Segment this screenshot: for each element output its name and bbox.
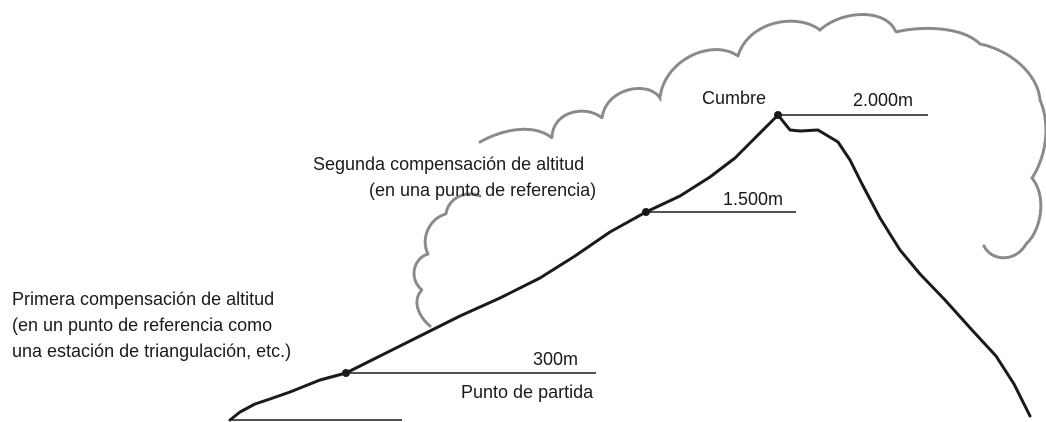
first-point-altitude-label: 300m bbox=[533, 349, 578, 369]
cloud-upper-outline bbox=[478, 13, 1046, 260]
summit-point bbox=[774, 111, 782, 119]
second-compensation-title: Segunda compensación de altitud bbox=[313, 154, 584, 174]
summit-altitude-label: 2.000m bbox=[853, 90, 913, 110]
first-compensation-line3: una estación de triangulación, etc.) bbox=[12, 341, 291, 361]
second-compensation-point bbox=[642, 208, 650, 216]
clouds bbox=[412, 13, 1046, 328]
first-compensation-line2: (en un punto de referencia como bbox=[12, 315, 272, 335]
mountain-profile bbox=[228, 113, 1032, 422]
start-point-label: Punto de partida bbox=[461, 382, 594, 402]
second-point-altitude-label: 1.500m bbox=[723, 189, 783, 209]
cloud-lower-outline bbox=[412, 192, 482, 328]
first-compensation-point bbox=[342, 369, 350, 377]
second-compensation-subtitle: (en una punto de referencia) bbox=[369, 180, 596, 200]
summit-label: Cumbre bbox=[702, 88, 766, 108]
first-compensation-title: Primera compensación de altitud bbox=[12, 289, 274, 309]
